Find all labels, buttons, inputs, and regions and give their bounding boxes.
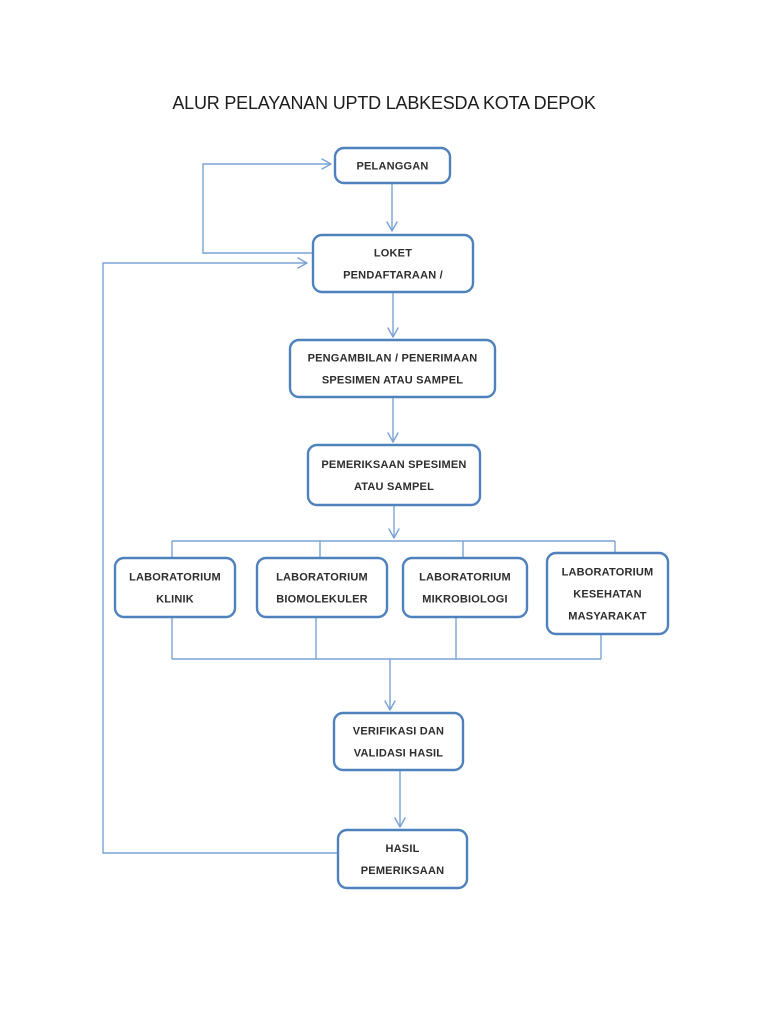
node-lab-biomolekuler: LABORATORIUM BIOMOLEKULER: [255, 556, 389, 619]
node-hasil: HASIL PEMERIKSAAN: [336, 828, 469, 890]
edge-pengambilan-to-pemeriksaan-arrowhead: [387, 432, 399, 443]
node-lab-klinik-label: LABORATORIUM: [129, 572, 221, 584]
node-pengambilan-label: SPESIMEN ATAU SAMPEL: [322, 375, 463, 387]
node-pengambilan-label: PENGAMBILAN / PENERIMAAN: [308, 353, 478, 365]
node-lab-klinik-box: [113, 556, 237, 619]
node-pelanggan: PELANGGAN: [333, 146, 452, 185]
node-verifikasi-label: VALIDASI HASIL: [354, 748, 443, 760]
node-loket-label: LOKET: [374, 248, 412, 260]
edge-verifikasi-to-hasil-arrowhead: [394, 817, 406, 828]
edge-hasil-to-loket-feedback-arrowhead: [297, 257, 308, 269]
node-verifikasi: VERIFIKASI DAN VALIDASI HASIL: [332, 711, 465, 772]
node-lab-kesehatan-box: [545, 551, 670, 636]
node-lab-biomolekuler-box: [255, 556, 389, 619]
node-loket-box: [311, 233, 475, 294]
node-lab-kesehatan: LABORATORIUM KESEHATAN MASYARAKAT: [545, 551, 670, 636]
edge-pelanggan-to-loket-arrowhead: [386, 221, 398, 232]
node-lab-klinik-label: KLINIK: [156, 594, 194, 606]
node-lab-biomolekuler-label: LABORATORIUM: [276, 572, 368, 584]
node-lab-kesehatan-label: MASYARAKAT: [568, 611, 646, 623]
node-lab-mikrobiologi: LABORATORIUM MIKROBIOLOGI: [401, 556, 529, 619]
edge-hasil-to-loket-feedback: [102, 262, 338, 854]
node-lab-klinik: LABORATORIUM KLINIK: [113, 556, 237, 619]
node-lab-kesehatan-label: LABORATORIUM: [562, 567, 654, 579]
edge-bottom-bus-to-verifikasi-arrowhead: [384, 700, 396, 711]
node-lab-biomolekuler-label: BIOMOLEKULER: [276, 594, 368, 606]
node-loket-label: PENDAFTARAAN /: [343, 270, 443, 282]
edge-loket-to-pengambilan-arrowhead: [387, 327, 399, 338]
node-lab-kesehatan-label: KESEHATAN: [573, 589, 642, 601]
node-pelanggan-box: [333, 146, 452, 185]
node-pengambilan: PENGAMBILAN / PENERIMAAN SPESIMEN ATAU SA…: [288, 338, 497, 399]
node-verifikasi-label: VERIFIKASI DAN: [353, 726, 444, 738]
node-pemeriksaan-label: ATAU SAMPEL: [354, 481, 434, 493]
node-lab-mikrobiologi-label: LABORATORIUM: [419, 572, 511, 584]
node-loket: LOKET PENDAFTARAAN /: [311, 233, 475, 294]
node-hasil-label: HASIL: [386, 843, 420, 855]
node-pengambilan-box: [288, 338, 497, 399]
edge-loket-to-pelanggan-feedback-arrowhead: [321, 158, 332, 170]
edge-pemeriksaan-to-top-bus-arrowhead: [388, 528, 400, 539]
node-pemeriksaan-label: PEMERIKSAAN SPESIMEN: [321, 459, 466, 471]
node-hasil-box: [336, 828, 469, 890]
node-pelanggan-label: PELANGGAN: [356, 161, 428, 173]
node-hasil-label: PEMERIKSAAN: [361, 865, 445, 877]
page-title: ALUR PELAYANAN UPTD LABKESDA KOTA DEPOK: [172, 93, 596, 113]
edge-loket-to-pelanggan-feedback: [202, 163, 331, 254]
node-lab-mikrobiologi-box: [401, 556, 529, 619]
node-pemeriksaan: PEMERIKSAAN SPESIMEN ATAU SAMPEL: [306, 443, 482, 507]
node-verifikasi-box: [332, 711, 465, 772]
node-pemeriksaan-box: [306, 443, 482, 507]
node-lab-mikrobiologi-label: MIKROBIOLOGI: [422, 594, 508, 606]
